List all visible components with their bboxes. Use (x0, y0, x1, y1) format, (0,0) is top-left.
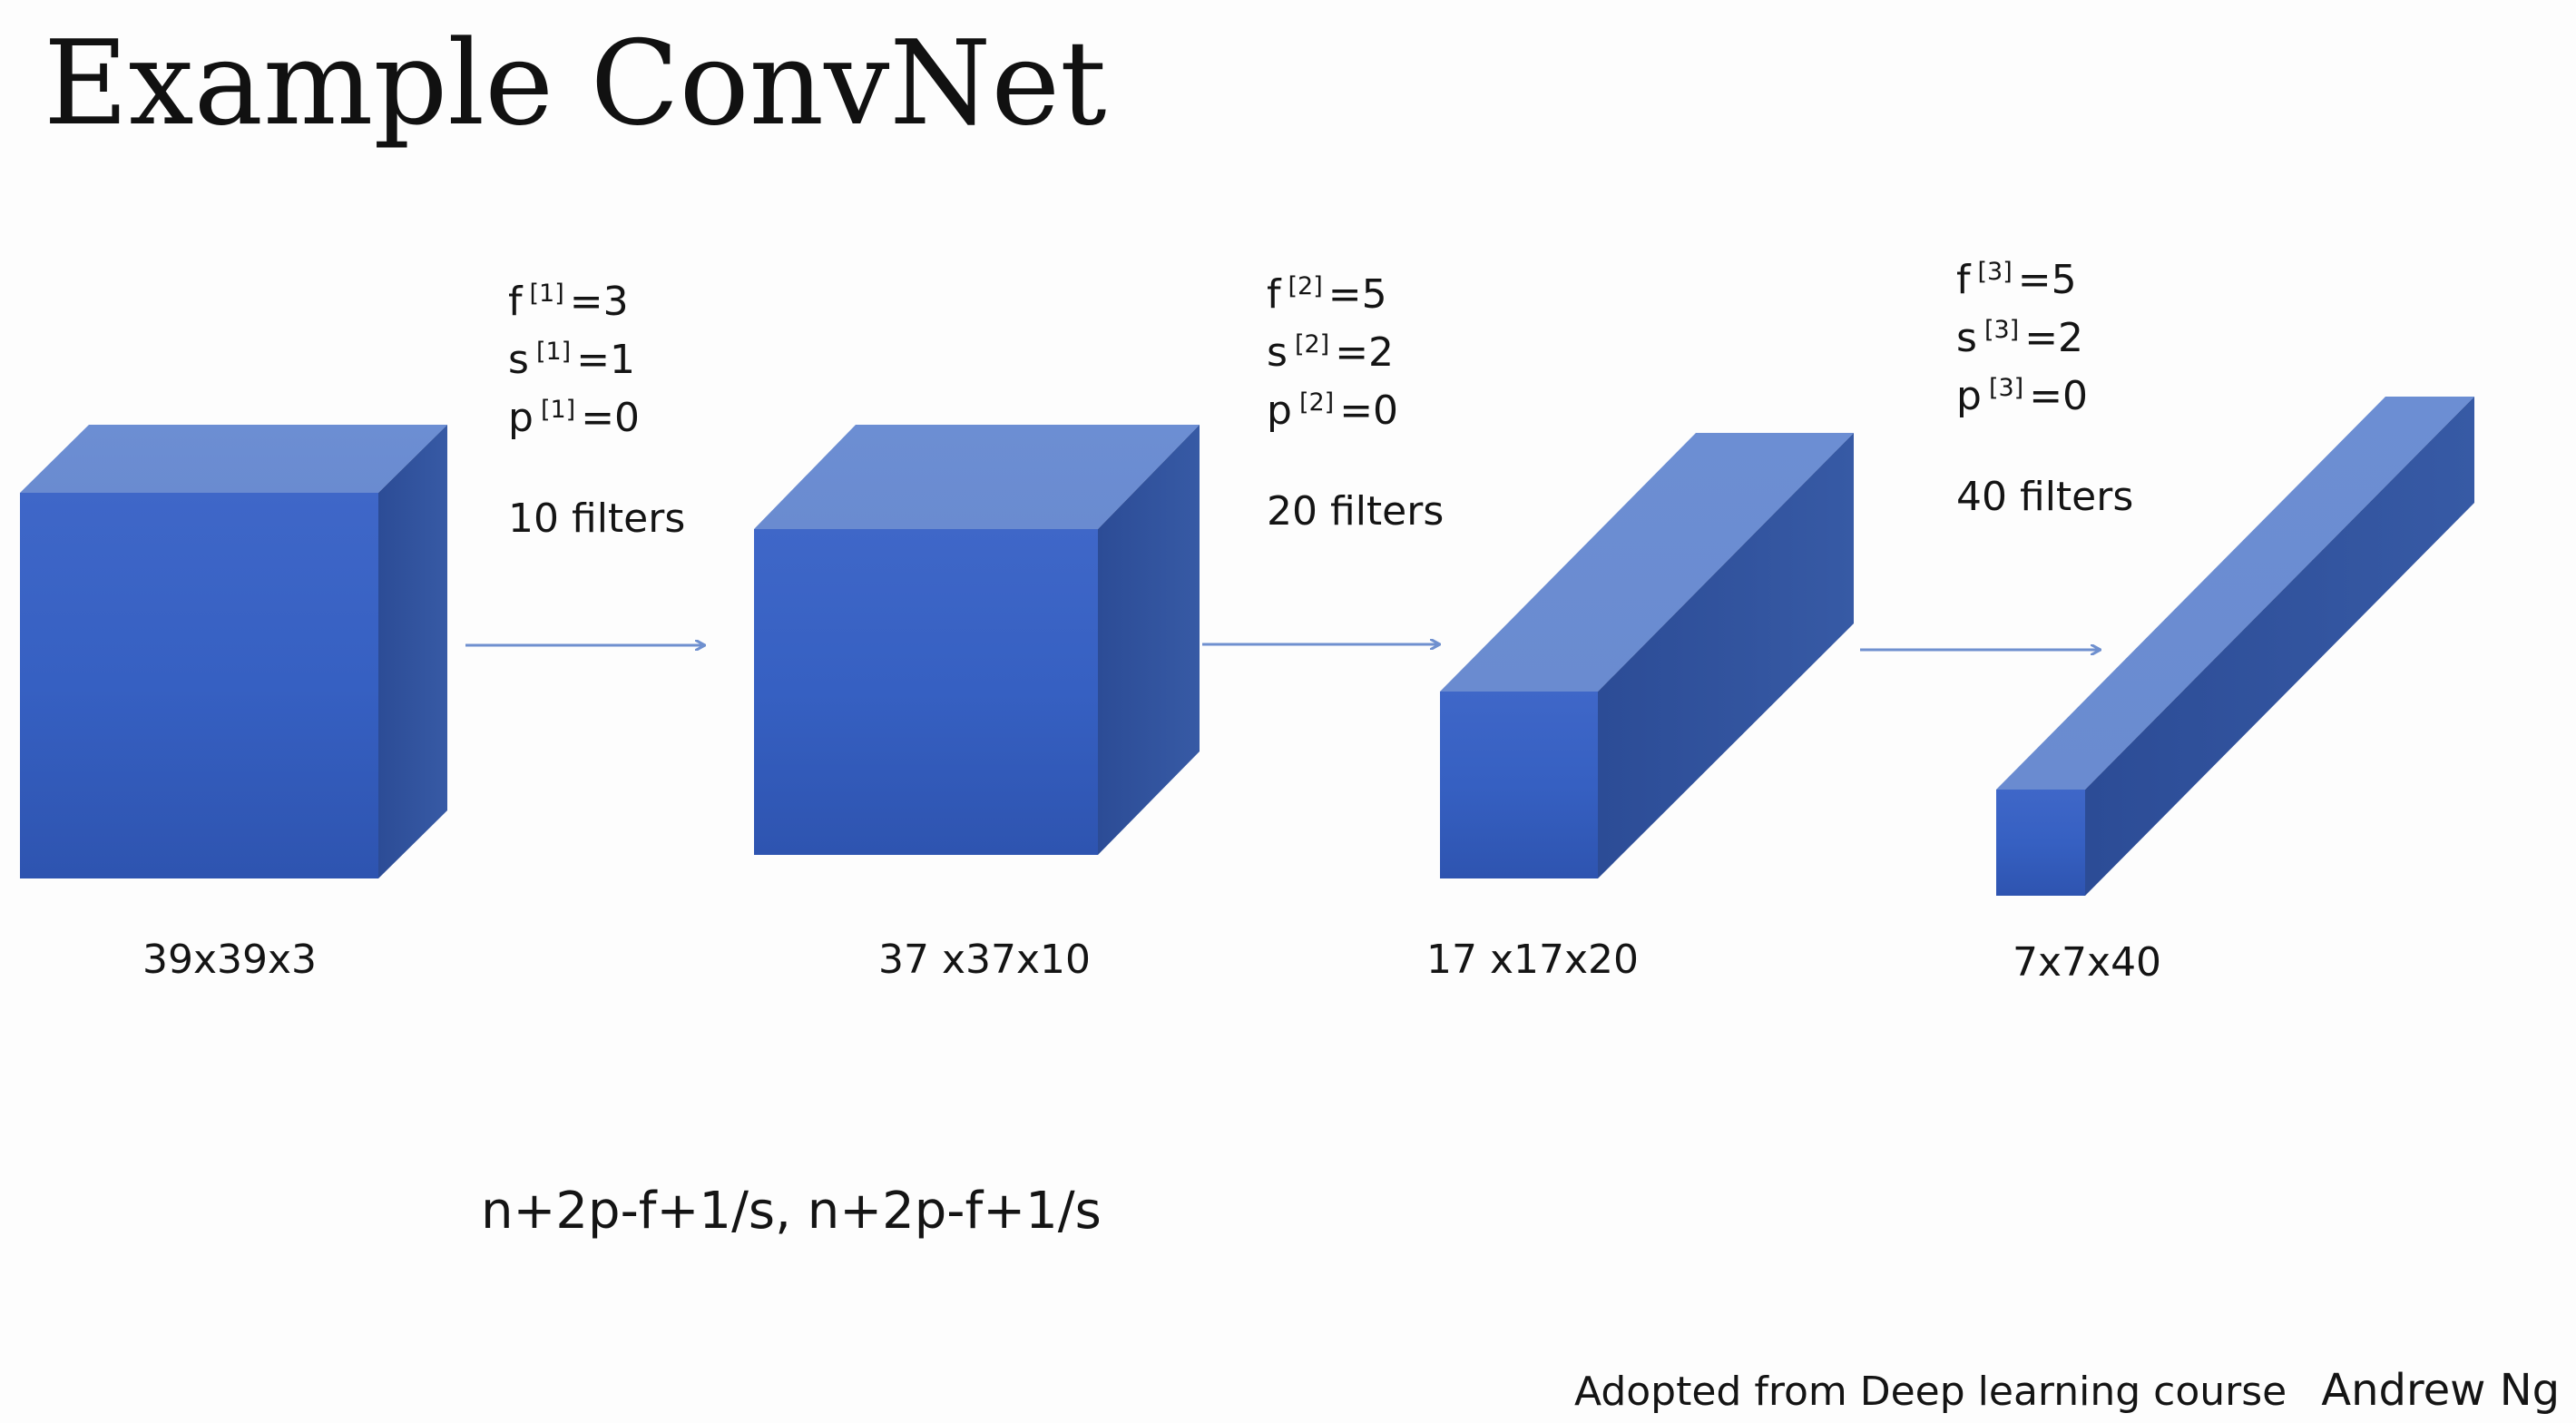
layer-3-p: p[3]=0 (1956, 373, 2089, 419)
volume-4-label: 7x7x40 (2013, 939, 2162, 986)
layer-1-params: f[1]=3 s[1]=1 p[1]=0 10 filters (508, 265, 685, 548)
layer-3-s: s[3]=2 (1956, 315, 2084, 361)
layer-2-s: s[2]=2 (1267, 329, 1395, 376)
layer-2-params: f[2]=5 s[2]=2 p[2]=0 20 filters (1267, 258, 1444, 541)
volume-2-label: 37 x37x10 (878, 937, 1092, 983)
layer-3-params: f[3]=5 s[3]=2 p[3]=0 40 filters (1956, 243, 2133, 526)
layer-2-filters: 20 filters (1267, 488, 1445, 535)
volume-4-box (1996, 397, 2474, 896)
layer-2-f: f[2]=5 (1267, 271, 1387, 318)
layer-3-f: f[3]=5 (1956, 257, 2077, 303)
volume-1-label: 39x39x3 (142, 937, 318, 983)
volume-1-box (20, 425, 447, 878)
layer-1-filters: 10 filters (508, 496, 686, 542)
output-size-formula: n+2p-f+1/s, n+2p-f+1/s (481, 1182, 1102, 1241)
layer-1-s: s[1]=1 (508, 337, 636, 383)
volume-2-box (754, 425, 1200, 855)
credit-author: Andrew Ng (2321, 1365, 2561, 1416)
layer-1-f: f[1]=3 (508, 279, 629, 325)
volume-3-box (1440, 433, 1854, 878)
layer-3-filters: 40 filters (1956, 474, 2134, 520)
layer-2-p: p[2]=0 (1267, 388, 1399, 434)
credit-line: Adopted from Deep learning course Andrew … (1574, 1365, 2560, 1418)
layer-1-p: p[1]=0 (508, 395, 641, 441)
credit-text: Adopted from Deep learning course (1574, 1369, 2287, 1415)
slide-title: Example ConvNet (44, 16, 1107, 152)
volume-3-label: 17 x17x20 (1426, 937, 1640, 983)
